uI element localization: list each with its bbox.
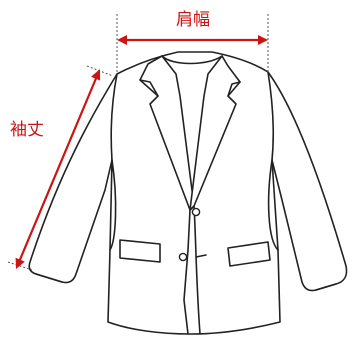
- jacket-icon: [28, 51, 348, 335]
- collar: [161, 55, 223, 65]
- sleeve-length-measure: 袖丈: [7, 65, 114, 271]
- left-pocket-flap: [119, 239, 161, 263]
- right-pocket-flap: [227, 241, 271, 267]
- button-top: [191, 207, 201, 217]
- right-sleeve: [267, 71, 348, 292]
- right-lapel-notch: [227, 81, 241, 97]
- sleeve-length-label: 袖丈: [10, 120, 44, 140]
- left-lapel-notch: [139, 79, 159, 97]
- left-lapel: [139, 55, 195, 211]
- sleeve-arrow-top: [91, 69, 101, 81]
- buttonhole: [195, 254, 207, 258]
- shoulder-arrow-right: [258, 35, 268, 45]
- sleeve-length-line: [17, 75, 99, 263]
- shoulder-width-measure: 肩幅: [116, 10, 269, 74]
- left-sleeve: [28, 73, 118, 284]
- sleeve-arrow-bottom: [15, 257, 25, 269]
- right-lapel: [189, 55, 241, 211]
- left-side-seam: [109, 159, 117, 251]
- left-cuff: [35, 273, 63, 283]
- button-bottom: [178, 252, 188, 262]
- right-side-seam: [267, 159, 279, 251]
- shoulder-arrow-left: [117, 35, 127, 45]
- sleeve-guide-bottom: [7, 261, 33, 271]
- front-opening: [183, 209, 191, 335]
- front-overlap: [193, 205, 201, 335]
- right-cuff: [315, 283, 337, 291]
- shoulder-width-label: 肩幅: [176, 10, 210, 30]
